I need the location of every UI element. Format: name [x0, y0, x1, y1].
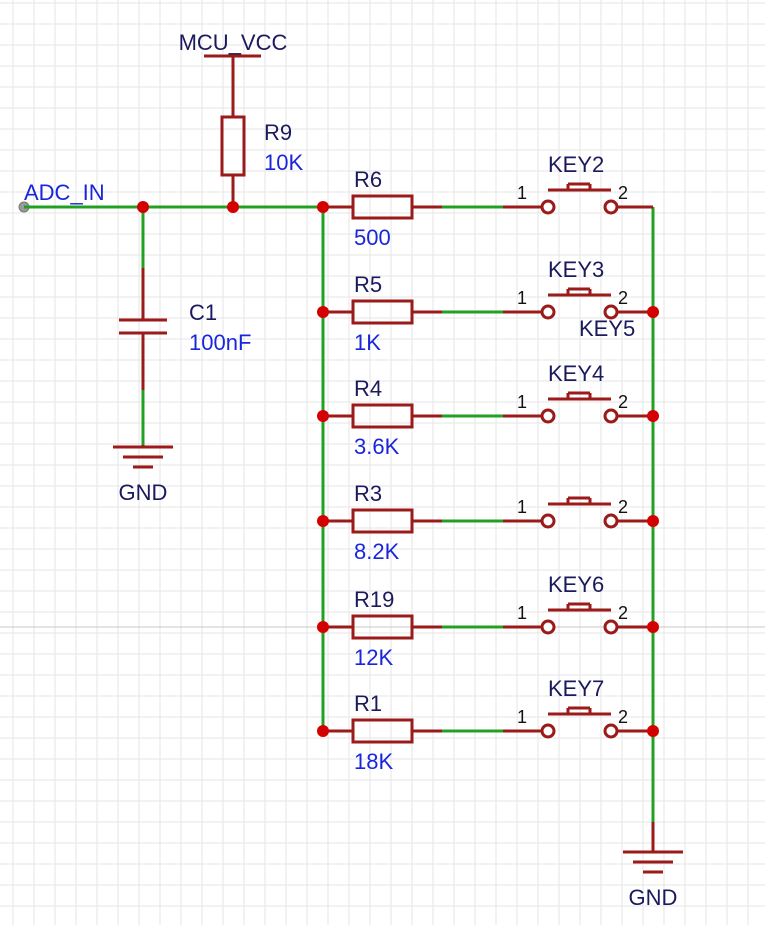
net-label-mcu-vcc: MCU_VCC: [179, 30, 288, 55]
ground-symbol-left: [113, 445, 173, 469]
junction-dot: [317, 515, 329, 527]
key-ref-label: KEY2: [548, 152, 604, 177]
switch-contact: [603, 199, 619, 215]
pin-number-label: 1: [517, 707, 527, 727]
switch-contact: [540, 619, 556, 635]
junction-dot: [317, 410, 329, 422]
capacitor-ref-label: C1: [189, 300, 217, 325]
junctions: [137, 201, 659, 737]
resistor: [351, 299, 414, 325]
pin-number-label: 2: [618, 707, 628, 727]
switch-contact: [603, 723, 619, 739]
junction-dot: [317, 621, 329, 633]
pin-number-label: 1: [517, 497, 527, 517]
junction-dot: [647, 725, 659, 737]
pin-number-label: 1: [517, 288, 527, 308]
resistor-ref-label: R1: [354, 691, 382, 716]
resistor: [351, 718, 414, 744]
junction-dot: [317, 306, 329, 318]
resistor: [351, 508, 414, 534]
key-ref-label: KEY3: [548, 257, 604, 282]
switch-contact: [540, 408, 556, 424]
switch-contact: [540, 723, 556, 739]
switch-contact: [540, 304, 556, 320]
resistor-value-label: 500: [354, 225, 391, 250]
junction-dot: [647, 306, 659, 318]
capacitor-value-label: 100nF: [189, 330, 251, 355]
net-label-gnd: GND: [119, 480, 168, 505]
components: [113, 54, 683, 874]
junction-dot: [647, 621, 659, 633]
switch-contact: [603, 619, 619, 635]
resistor-value-label: 12K: [354, 645, 393, 670]
resistor-ref-label: R9: [264, 120, 292, 145]
junction-dot: [317, 201, 329, 213]
ground-symbol-right: [623, 850, 683, 874]
pin-number-label: 1: [517, 603, 527, 623]
resistor-value-label: 3.6K: [354, 434, 400, 459]
pin-number-label: 1: [517, 392, 527, 412]
switch-contact: [603, 408, 619, 424]
switch-contact: [603, 513, 619, 529]
switch-contact: [540, 513, 556, 529]
pin-number-label: 2: [618, 603, 628, 623]
pin-number-label: 2: [618, 183, 628, 203]
resistor-value-label: 18K: [354, 749, 393, 774]
resistor-ref-label: R4: [354, 376, 382, 401]
junction-dot: [317, 725, 329, 737]
resistor: [351, 194, 414, 220]
resistor-r9: [220, 115, 246, 177]
junction-dot: [647, 410, 659, 422]
net-label-adc-in: ADC_IN: [24, 180, 105, 205]
junction-dot: [227, 201, 239, 213]
key-ref-label: KEY6: [548, 572, 604, 597]
net-label-gnd: GND: [629, 885, 678, 910]
pin-number-label: 2: [618, 392, 628, 412]
pin-number-label: 2: [618, 288, 628, 308]
resistor-value-label: 8.2K: [354, 539, 400, 564]
resistor-value-label: 1K: [354, 330, 381, 355]
pin-number-label: 2: [618, 497, 628, 517]
resistor-ref-label: R3: [354, 481, 382, 506]
junction-dot: [137, 201, 149, 213]
pin-number-label: 1: [517, 183, 527, 203]
resistor-ref-label: R5: [354, 272, 382, 297]
resistor-ref-label: R6: [354, 167, 382, 192]
resistor: [351, 403, 414, 429]
key-ref-label: KEY4: [548, 361, 604, 386]
key-ref-label: KEY5: [579, 316, 635, 341]
resistor-ref-label: R19: [354, 587, 394, 612]
switch-contact: [540, 199, 556, 215]
resistor-value-label: 10K: [264, 150, 303, 175]
key-ref-label: KEY7: [548, 676, 604, 701]
junction-dot: [647, 515, 659, 527]
